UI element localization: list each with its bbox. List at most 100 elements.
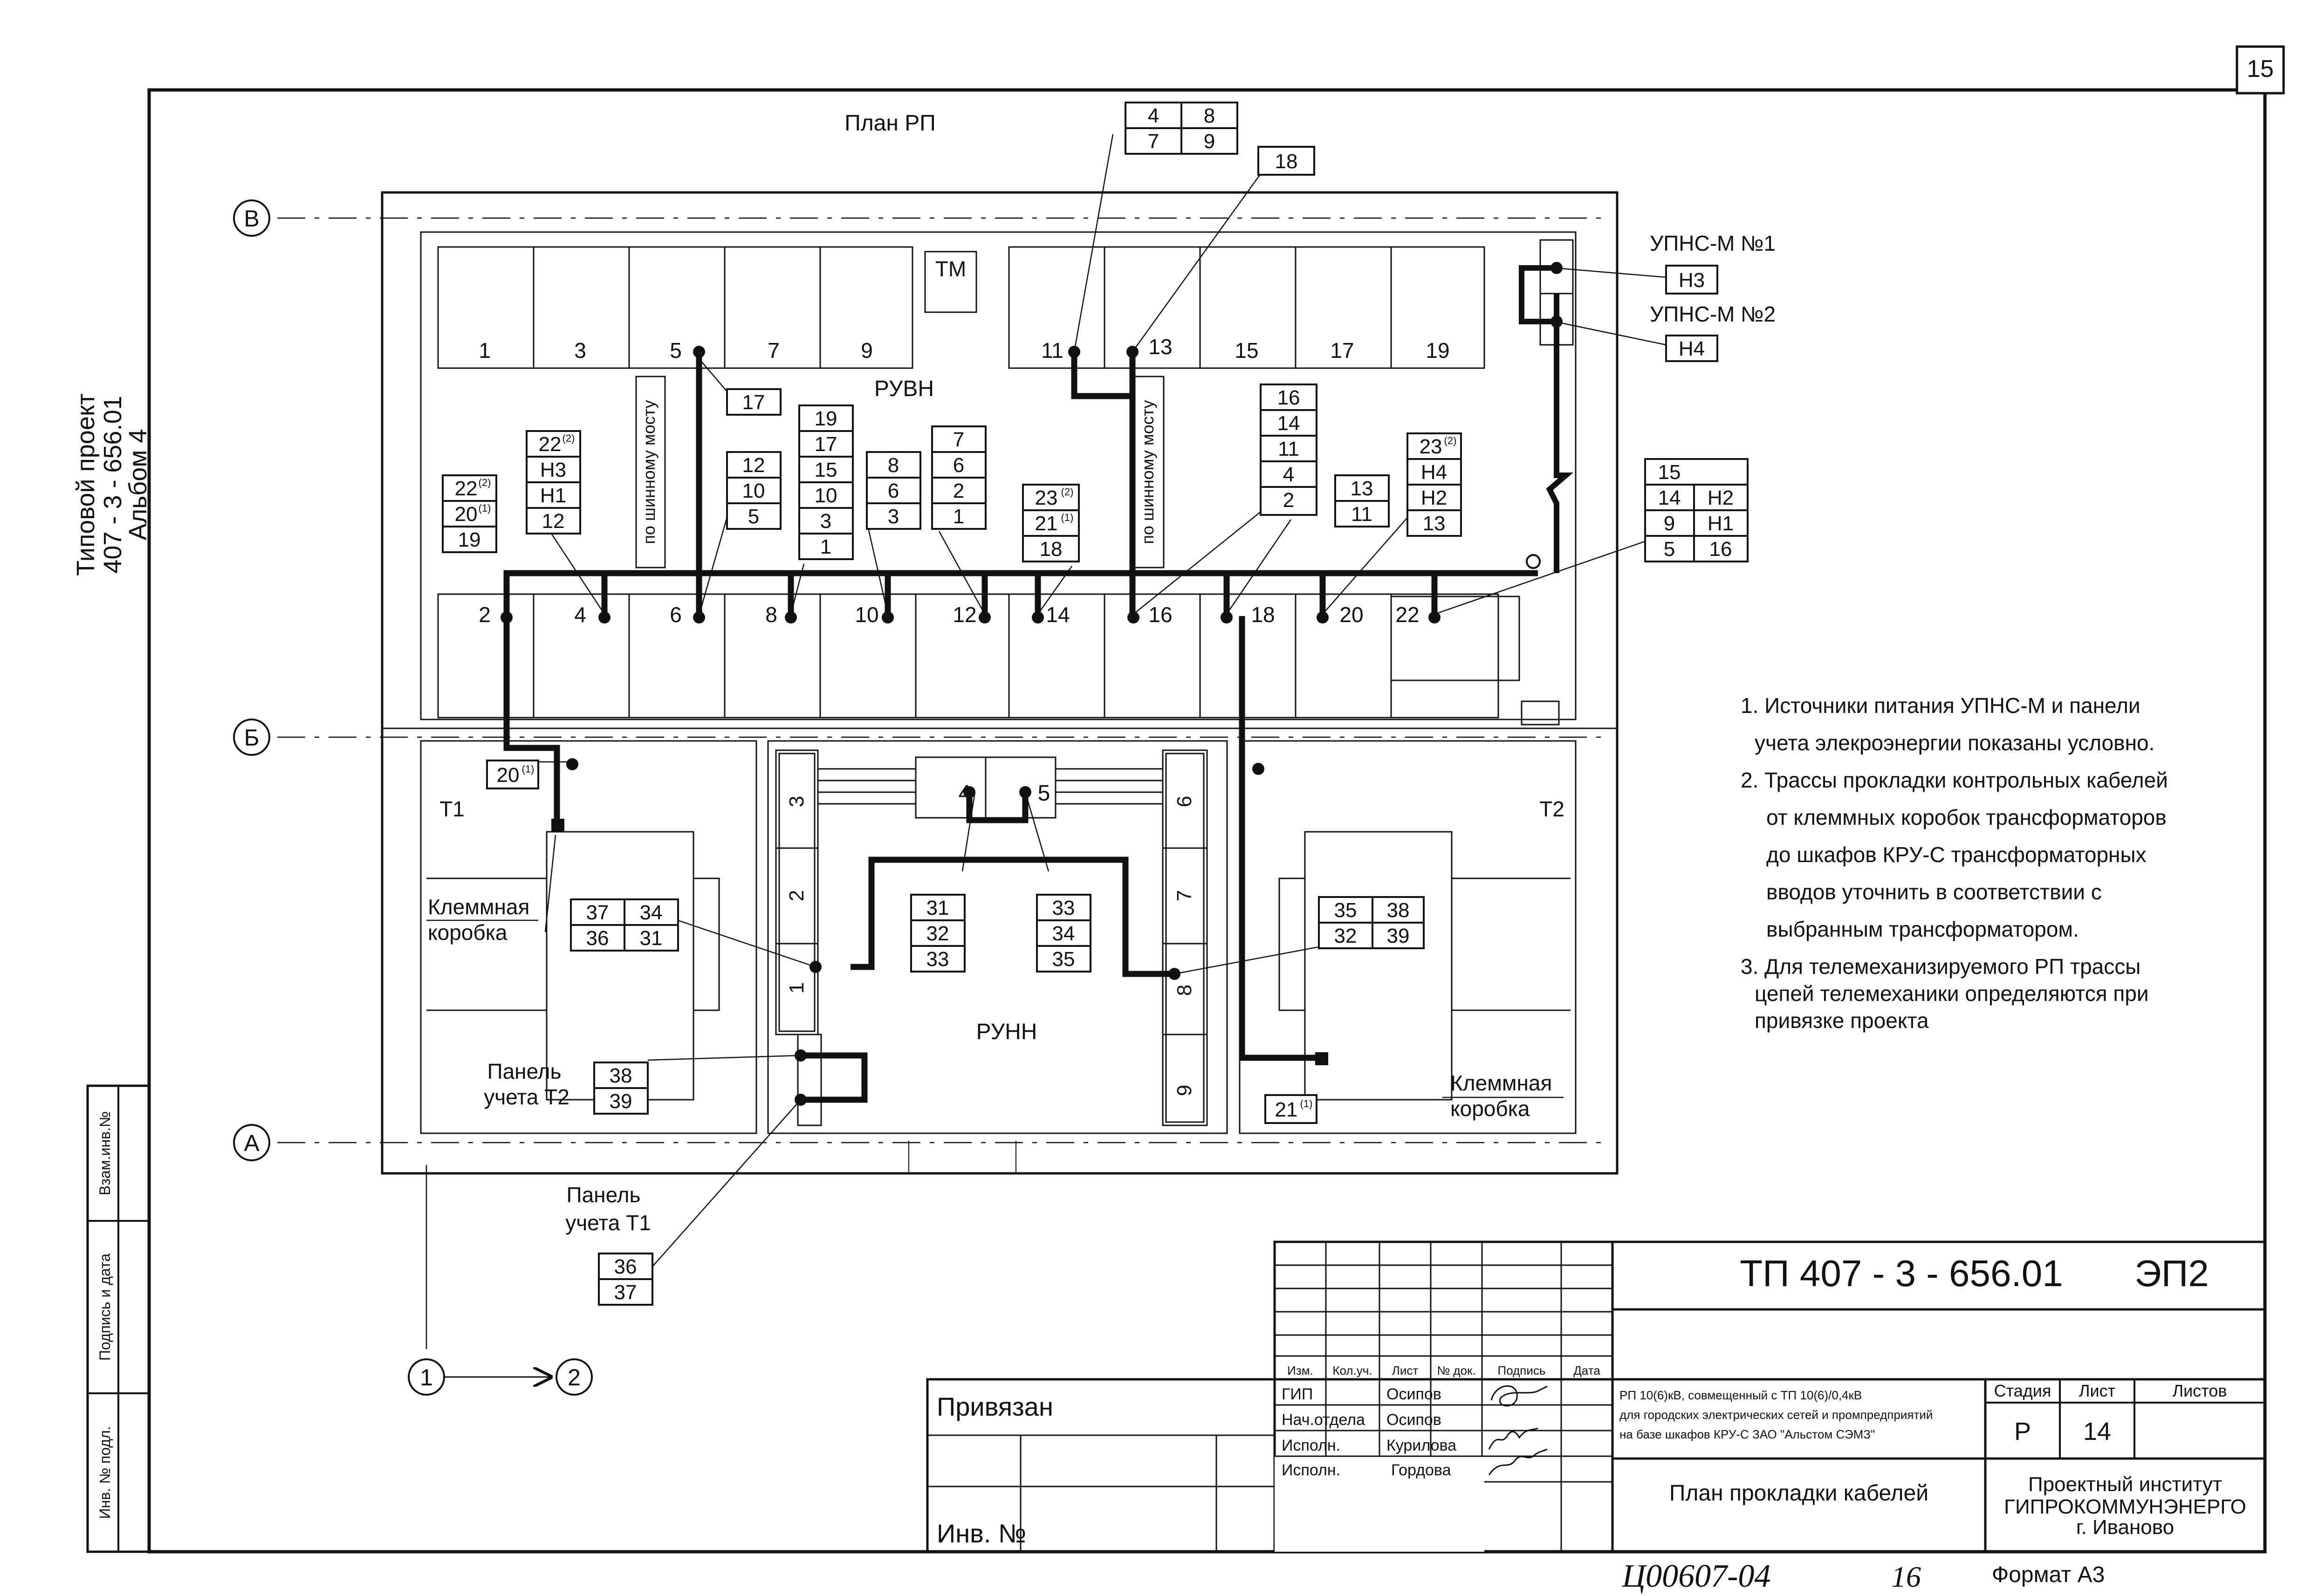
runn-cell-8: 8 [1173, 985, 1196, 996]
top-cell-1: 1 [479, 338, 491, 363]
ct-g18-sup: (1) [1300, 1098, 1313, 1110]
ct-g2-4: 12 [542, 510, 565, 533]
note-line-8: 3. Для телемеханизируемого РП трассы [1741, 954, 2140, 979]
ct-g13-4: 31 [640, 927, 663, 950]
busbar-right-label: по шинному мосту [1138, 400, 1157, 544]
ct-g4-2: 17 [815, 433, 837, 456]
top-cell-11: 11 [1041, 338, 1063, 363]
bottom-cell-20: 20 [1339, 603, 1363, 627]
format-label: Формат А3 [1992, 1562, 2105, 1587]
upns-riser [1546, 294, 1574, 573]
title-code: ТП 407 - 3 - 656.01 [1740, 1253, 2063, 1294]
ct-g3-1: 12 [742, 454, 765, 477]
title-header-izm: Изм. [1287, 1363, 1313, 1377]
panel-t1-line2: учета Т1 [565, 1211, 651, 1235]
ct-g8-2: 14 [1277, 412, 1300, 435]
top-cell-3: 3 [574, 338, 586, 363]
runn-cabinets [775, 749, 1208, 1126]
upns-feed [1519, 265, 1557, 324]
ct-g5-2: 6 [888, 479, 899, 502]
bottom-cell-8: 8 [765, 603, 777, 627]
top-cell-7: 7 [768, 338, 780, 363]
ct-g19-1: 36 [614, 1255, 637, 1278]
drawing-title: План прокладки кабелей [1669, 1481, 1928, 1506]
ct-g8-3: 11 [1278, 438, 1299, 460]
role-ispoln-1: Исполн. [1282, 1437, 1340, 1454]
ct-g17-2: 39 [610, 1090, 632, 1113]
title-header-sign: Подпись [1498, 1363, 1546, 1377]
cable-tables-frames [442, 102, 1749, 1306]
ct-top-a-4: 9 [1204, 130, 1215, 153]
desc-line-2: для городских электрических сетей и пром… [1619, 1408, 1933, 1422]
ct-g2-1: 22 [539, 433, 562, 456]
axis-v: В [244, 205, 259, 232]
cable-tables-text: 4 8 7 9 18 Н3 Н4 17 22 20 19 (2) (1) 22 … [455, 104, 1734, 1304]
ct-g17-1: 38 [610, 1064, 632, 1087]
inv-label: Инв. № [937, 1519, 1026, 1548]
title-header-row: Изм. Кол.уч. Лист № док. Подпись Дата [1287, 1363, 1600, 1377]
sheet-header: Лист [2079, 1381, 2115, 1400]
ct-g11-6: 5 [1664, 538, 1675, 561]
ct-g15-2: 34 [1052, 922, 1075, 945]
top-cell-13: 13 [1148, 335, 1172, 359]
top-cell-9: 9 [861, 338, 873, 363]
ct-g16-1: 35 [1334, 899, 1357, 922]
ct-g19-2: 37 [614, 1281, 637, 1304]
ct-g14-2: 32 [926, 922, 949, 945]
terminal-box-t2-line1: Клеммная [1450, 1071, 1552, 1095]
ct-g10-sup: (2) [1444, 435, 1457, 446]
name-3: Курилова [1386, 1437, 1456, 1454]
ct-g10-3: Н2 [1421, 486, 1447, 509]
desc-line-3: на базе шкафов КРУ-С ЗАО "Альстом СЭМЗ" [1619, 1427, 1875, 1441]
ct-top-a-3: 7 [1148, 130, 1159, 153]
bottom-cell-2: 2 [479, 603, 491, 627]
ct-17: 17 [742, 391, 765, 414]
ct-g11-7: 16 [1709, 538, 1732, 561]
ct-g13-2: 34 [640, 901, 663, 924]
note-line-4: от клеммных коробок трансформаторов [1766, 805, 2167, 829]
axis-2: 2 [568, 1364, 581, 1391]
role-gip: ГИП [1282, 1385, 1313, 1403]
title-description: РП 10(6)кВ, совмещенный с ТП 10(6)/0,4кВ… [1619, 1388, 1933, 1441]
ct-g6-4: 1 [953, 505, 964, 528]
ct-g4-1: 19 [815, 407, 837, 430]
ct-top-a-1: 4 [1148, 104, 1159, 127]
side-sign-label: Подпись и дата [96, 1254, 113, 1361]
org-line-1: Проектный институт [2028, 1473, 2222, 1496]
ruvn-bottom-cells [437, 593, 1560, 726]
ct-g7-sup-1: (2) [1061, 486, 1074, 498]
archive-page: 16 [1891, 1560, 1921, 1593]
ct-g3-2: 10 [742, 479, 765, 502]
ct-g7-2: 21 [1035, 512, 1058, 535]
ct-g16-4: 39 [1387, 925, 1410, 947]
ct-g18-1: 21 [1275, 1098, 1298, 1121]
sheet-number: 15 [2247, 55, 2274, 82]
runn-cell-9: 9 [1173, 1085, 1196, 1096]
ct-n3: Н3 [1679, 269, 1705, 292]
ct-g6-3: 2 [953, 479, 964, 502]
ct-g15-3: 35 [1052, 948, 1075, 971]
bottom-cell-18: 18 [1251, 603, 1275, 627]
ct-g15-1: 33 [1052, 897, 1075, 919]
busbar-left-label: по шинному мосту [639, 400, 659, 544]
building [381, 191, 1619, 1175]
ct-g7-1: 23 [1035, 486, 1058, 509]
side-strip-block: Инв. № подл. Подпись и дата Взам.инв.№ [86, 1084, 151, 1553]
title-header-koluch: Кол.уч. [1332, 1363, 1372, 1377]
runn-cell-3: 3 [785, 796, 808, 807]
ct-g14-1: 31 [926, 897, 949, 919]
note-line-5: до шкафов КРУ-С трансформаторных [1766, 843, 2147, 867]
desc-line-1: РП 10(6)кВ, совмещенный с ТП 10(6)/0,4кВ [1619, 1388, 1862, 1402]
side-inv-label: Инв. № подл. [96, 1426, 113, 1519]
ct-g11-5: Н1 [1708, 512, 1734, 535]
t1-label: Т1 [439, 797, 465, 821]
top-cell-17: 17 [1330, 338, 1354, 363]
note-line-7: выбранным трансформатором. [1766, 917, 2079, 941]
side-project-line1: Типовой проект [72, 393, 100, 576]
ct-g5-3: 3 [888, 505, 899, 528]
ct-g10-4: 13 [1423, 512, 1446, 535]
ruvn-top-cells-right [1008, 239, 1574, 369]
plan-title: План РП [844, 111, 936, 136]
terminal-box-t1-line1: Клеммная [428, 895, 529, 919]
